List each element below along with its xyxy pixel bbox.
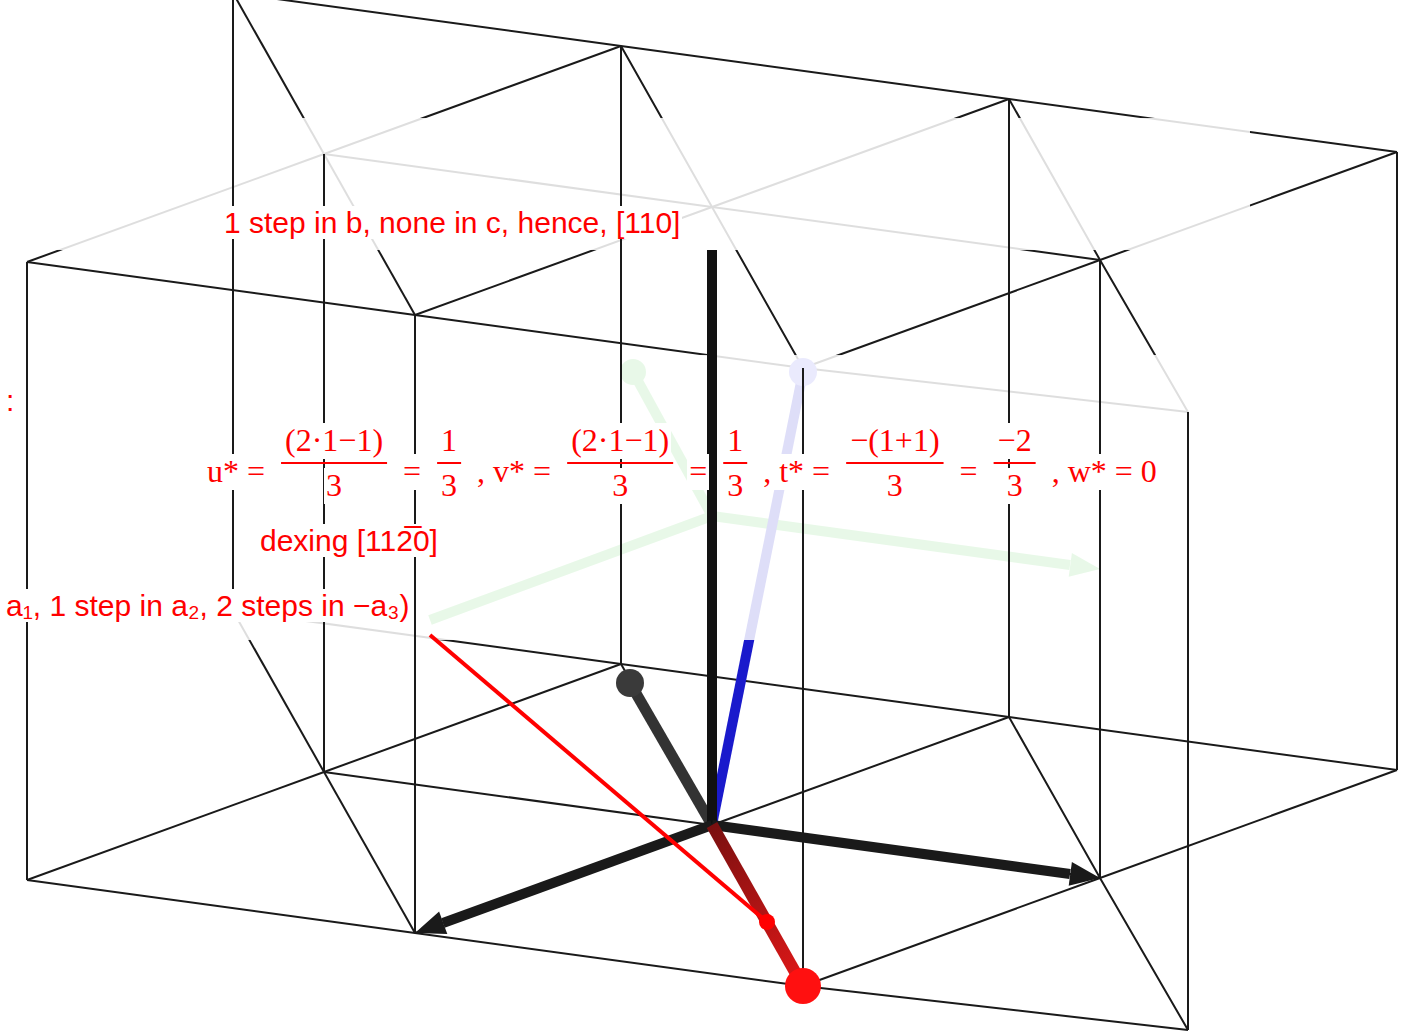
equation-term: 3 — [610, 468, 630, 503]
fraction-bar — [567, 462, 673, 464]
annotation-text: a₁, 1 step in a₂, 2 steps in −a₃) — [4, 589, 411, 622]
annotation-text: : — [4, 384, 16, 417]
fraction-bar — [281, 462, 387, 464]
lattice-verticals — [27, 0, 1397, 1030]
equation-term: 3 — [439, 468, 459, 503]
equation-term: 3 — [1005, 468, 1025, 503]
fraction-bar — [723, 462, 747, 464]
equation-term: 3 — [324, 468, 344, 503]
equation-term: (2·1−1) — [283, 423, 385, 458]
equation-term: 3 — [725, 468, 745, 503]
red-vector — [430, 635, 821, 1004]
white-bands — [0, 118, 1250, 640]
equation-term: , w* = 0 — [1050, 454, 1159, 489]
a3-vector — [616, 669, 712, 825]
equation-term: (2·1−1) — [569, 423, 671, 458]
fraction-bars — [281, 462, 1036, 464]
equation-term: , v* = — [475, 454, 553, 489]
equation-term: = — [958, 454, 980, 489]
equation-term: = — [401, 454, 423, 489]
fraction-bar — [994, 462, 1036, 464]
black-basis-vectors — [415, 250, 1100, 934]
fraction-bar — [437, 462, 461, 464]
equation-term: −(1+1) — [848, 423, 941, 458]
equation-term: 3 — [885, 468, 905, 503]
equation-term: 1 — [725, 423, 745, 458]
equation-term: 1 — [439, 423, 459, 458]
leader-line — [430, 635, 767, 922]
annotation-text: 1 step in b, none in c, hence, [110] — [222, 206, 682, 239]
annotation-text: dexing [112̅0] — [258, 524, 440, 557]
equation-term: = — [687, 454, 709, 489]
equation-term: , t* = — [761, 454, 832, 489]
equation-term: −2 — [996, 423, 1034, 458]
equation-term: u* = — [205, 454, 267, 489]
fraction-bar — [846, 462, 943, 464]
